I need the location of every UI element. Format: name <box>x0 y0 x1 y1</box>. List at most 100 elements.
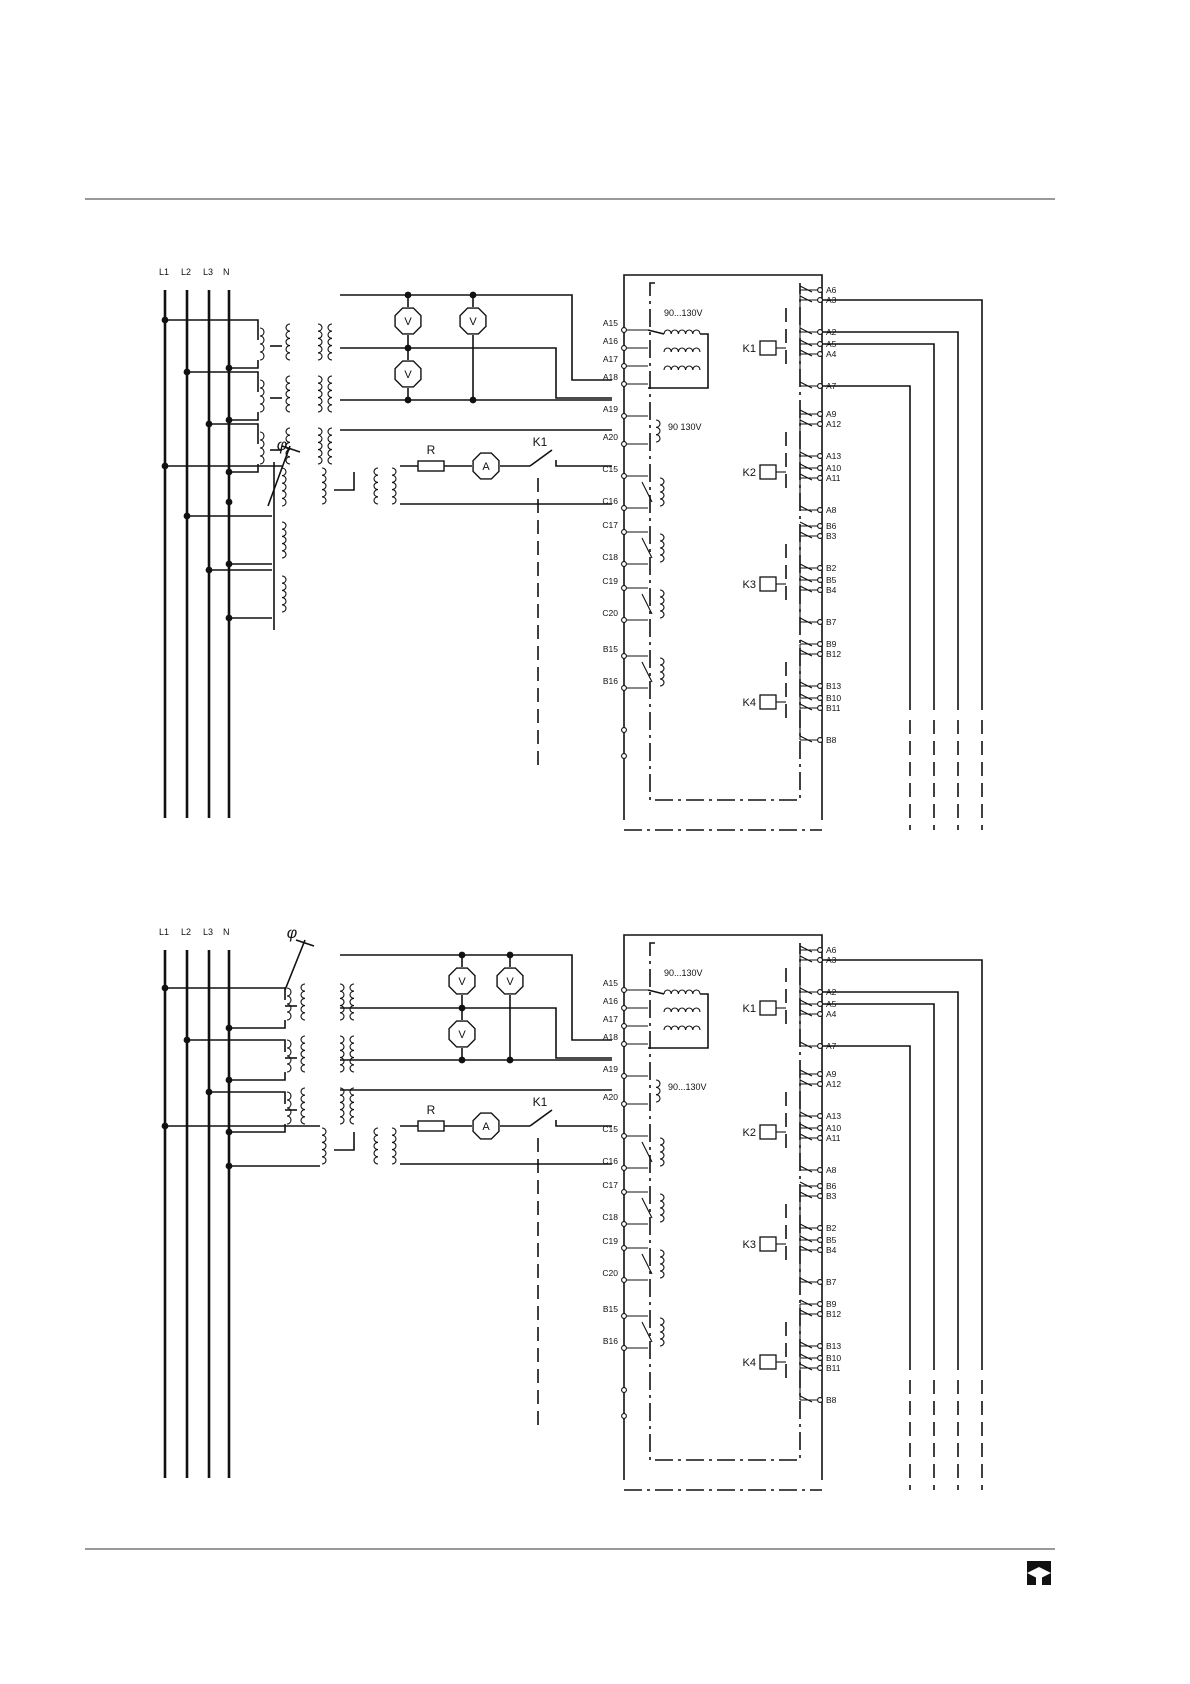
terminal-point <box>817 1043 823 1049</box>
output-label-b10: B10 <box>826 1353 841 1363</box>
output-label-a8: A8 <box>826 505 837 515</box>
output-label-a11: A11 <box>826 473 841 483</box>
terminal-point <box>621 585 627 591</box>
wire <box>647 329 665 335</box>
output-label-a10: A10 <box>826 1123 841 1133</box>
terminal-point <box>817 957 823 963</box>
output-label-a4: A4 <box>826 349 837 359</box>
output-label-b8: B8 <box>826 735 837 745</box>
terminal-point <box>621 727 627 733</box>
junction-dot <box>506 1056 514 1064</box>
relay-contact <box>799 1299 813 1307</box>
terminal-point <box>621 1413 627 1419</box>
output-label-a13: A13 <box>826 1111 841 1121</box>
terminal-point <box>817 947 823 953</box>
switch-k1-label: K1 <box>533 435 548 449</box>
output-label-a11: A11 <box>826 1133 841 1143</box>
terminal-label-a15: A15 <box>603 318 618 328</box>
relay-label-k3: K3 <box>743 579 756 591</box>
ct-secondary-a <box>373 1127 379 1165</box>
terminal-point <box>621 561 627 567</box>
terminal-label-b15: B15 <box>603 644 618 654</box>
iso-secondary-3 <box>349 1087 355 1125</box>
terminal-label-c16: C16 <box>602 496 618 506</box>
relay-label-k2: K2 <box>743 1127 756 1139</box>
junction-dot <box>225 416 233 424</box>
relay-contact <box>799 693 813 701</box>
terminal-point <box>621 1387 627 1393</box>
vt-primary-3 <box>259 431 265 465</box>
current-input-winding-3 <box>659 589 665 619</box>
voltmeter-1 <box>448 967 476 995</box>
wire <box>165 319 259 340</box>
output-label-a9: A9 <box>826 409 837 419</box>
output-line-3 <box>822 343 935 710</box>
terminal-point <box>817 1311 823 1317</box>
relay-contact <box>799 1341 813 1349</box>
resistor-label: R <box>427 443 436 457</box>
relay-contact <box>799 1181 813 1189</box>
current-input-switch-4 <box>641 661 653 683</box>
wire <box>229 412 259 421</box>
relay-contact <box>799 521 813 529</box>
terminal-label-a17: A17 <box>603 1014 618 1024</box>
relay-label-k4: K4 <box>743 697 756 709</box>
output-label-b9: B9 <box>826 1299 837 1309</box>
output-label-b3: B3 <box>826 531 837 541</box>
terminal-point <box>817 737 823 743</box>
junction-dot <box>225 468 233 476</box>
relay-contact <box>799 999 813 1007</box>
current-input-winding-1 <box>659 477 665 507</box>
output-line-4 <box>822 1045 911 1370</box>
iso-primary-1 <box>317 323 323 361</box>
terminal-point <box>621 1005 627 1011</box>
vt-primary-2 <box>286 1039 292 1073</box>
terminal-label-b15: B15 <box>603 1304 618 1314</box>
terminal-point <box>817 329 823 335</box>
terminal-point <box>621 1101 627 1107</box>
terminal-point <box>817 577 823 583</box>
relay-contact <box>799 409 813 417</box>
terminal-label-c20: C20 <box>602 1268 618 1278</box>
terminal-point <box>621 1313 627 1319</box>
phase-shifter-cap <box>295 939 315 947</box>
output-label-b13: B13 <box>826 681 841 691</box>
terminal-label-a18: A18 <box>603 1032 618 1042</box>
relay-contact <box>799 1309 813 1317</box>
output-label-b12: B12 <box>826 649 841 659</box>
relay-contact <box>799 1395 813 1403</box>
terminal-label-a16: A16 <box>603 996 618 1006</box>
iso-primary-3 <box>339 1087 345 1125</box>
voltmeter-1-label: V <box>404 316 412 328</box>
output-label-b13: B13 <box>826 1341 841 1351</box>
voltmeter-1-label: V <box>458 976 466 988</box>
junction-dot <box>225 614 233 622</box>
terminal-point <box>621 505 627 511</box>
relay-label-k4: K4 <box>743 1357 756 1369</box>
terminal-point <box>621 1041 627 1047</box>
voltmeter-2-label: V <box>469 316 477 328</box>
current-input-switch-2 <box>641 537 653 559</box>
output-label-b5: B5 <box>826 1235 837 1245</box>
terminal-label-c20: C20 <box>602 608 618 618</box>
current-input-switch-3 <box>641 593 653 615</box>
terminal-point <box>621 1133 627 1139</box>
ct-tap-arrow <box>334 1132 355 1151</box>
iso-secondary-1 <box>327 323 333 361</box>
output-label-a8: A8 <box>826 1165 837 1175</box>
wire <box>648 993 709 1049</box>
relay-coil-k4 <box>759 1354 777 1370</box>
current-input-switch-4 <box>641 1321 653 1343</box>
output-label-b12: B12 <box>826 1309 841 1319</box>
junction-dot <box>404 344 412 352</box>
junction-dot <box>183 512 191 520</box>
switch-k1-blade <box>529 449 553 467</box>
terminal-point <box>621 1345 627 1351</box>
relay-contact <box>799 327 813 335</box>
terminal-point <box>621 685 627 691</box>
vt-secondary-2 <box>285 375 291 413</box>
relay-contact <box>799 381 813 389</box>
relay-contact <box>799 563 813 571</box>
terminal-point <box>817 587 823 593</box>
device-internal-frame <box>649 942 801 1461</box>
